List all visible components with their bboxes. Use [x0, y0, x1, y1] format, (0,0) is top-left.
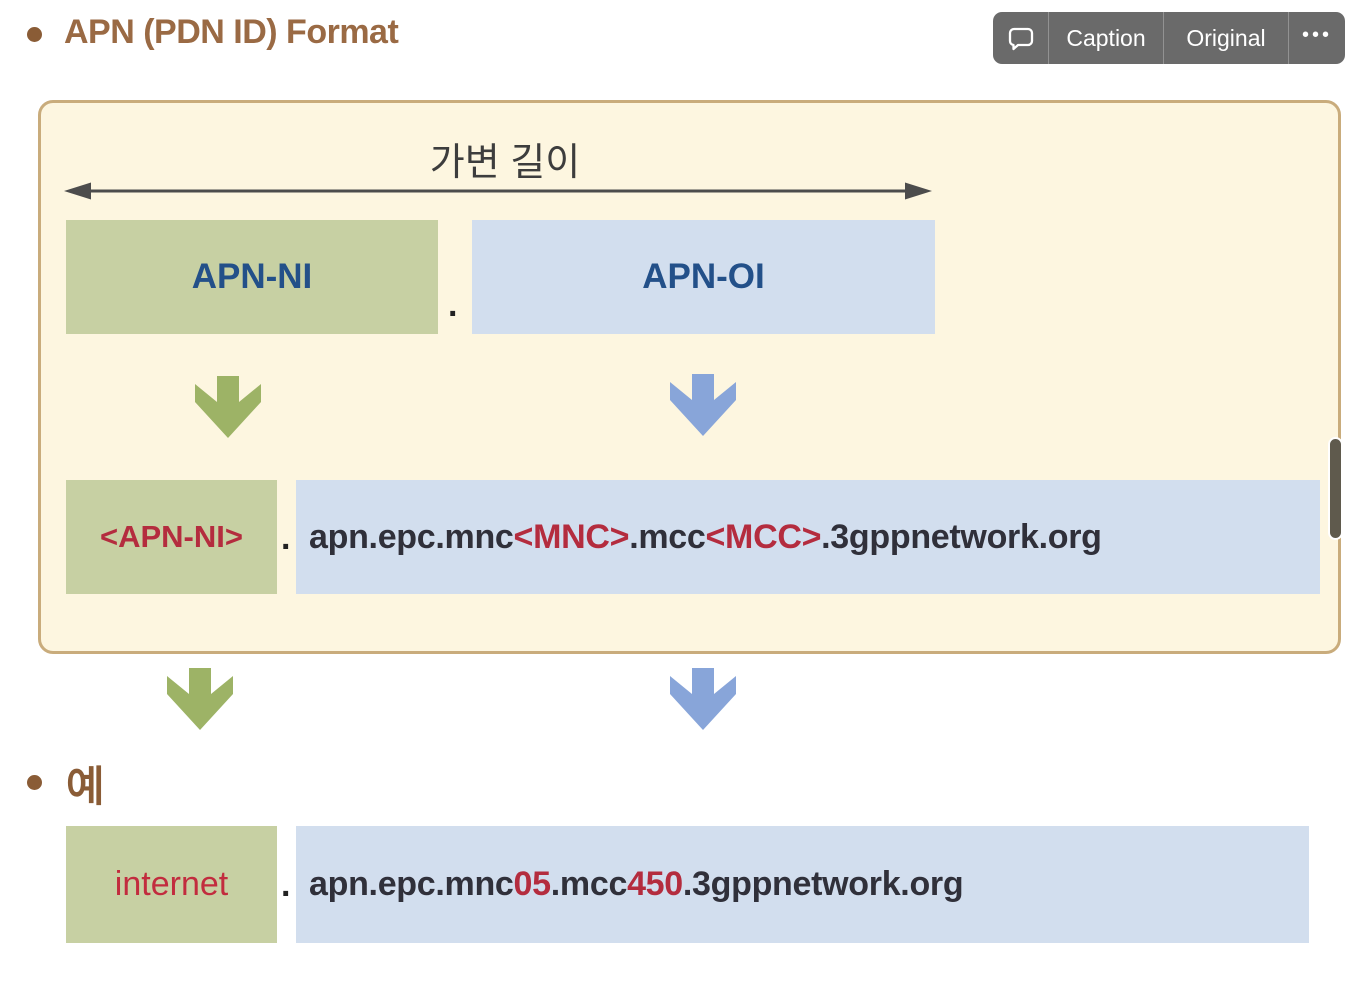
separator-dot: .	[281, 866, 291, 904]
title-bullet	[27, 27, 42, 42]
separator-dot: .	[281, 519, 291, 557]
apn-oi-label: APN-OI	[642, 257, 765, 296]
caption-button[interactable]: Caption	[1066, 24, 1146, 51]
comment-button[interactable]	[993, 12, 1048, 64]
domain-part: .mcc	[550, 865, 628, 903]
example-title: 예	[66, 763, 105, 810]
example-apn-ni-box: internet	[66, 826, 277, 943]
viewer-toolbar: Caption Original •••	[993, 12, 1345, 64]
toolbar-divider	[1048, 12, 1049, 64]
page-title: APN (PDN ID) Format	[64, 13, 399, 51]
domain-part: .3gppnetwork.org	[682, 865, 964, 903]
domain-part: apn.epc.mnc	[309, 517, 514, 556]
variable-length-arrow	[64, 180, 932, 202]
blue-down-arrow-icon	[668, 668, 738, 732]
vertical-scrollbar-thumb[interactable]	[1328, 437, 1343, 540]
mcc-placeholder: <MCC>	[705, 517, 822, 556]
apn-ni-box: APN-NI	[66, 220, 438, 334]
example-apn-ni-label: internet	[114, 865, 229, 903]
example-bullet	[27, 775, 42, 790]
mnc-placeholder: <MNC>	[513, 517, 630, 556]
separator-dot: .	[448, 286, 458, 324]
more-options-button[interactable]: •••	[1301, 23, 1332, 46]
domain-part: .3gppnetwork.org	[821, 517, 1102, 556]
mcc-value: 450	[627, 865, 683, 903]
variable-length-label: 가변 길이	[429, 142, 581, 184]
toolbar-divider	[1163, 12, 1164, 64]
mnc-value: 05	[513, 865, 552, 903]
blue-down-arrow-icon	[668, 374, 738, 438]
apn-ni-value-box: <APN-NI>	[66, 480, 277, 594]
green-down-arrow-icon	[165, 668, 235, 732]
original-button[interactable]: Original	[1186, 24, 1266, 51]
apn-ni-label: APN-NI	[191, 257, 313, 296]
speech-bubble-icon	[1005, 22, 1037, 54]
domain-part: .mcc	[629, 517, 706, 556]
domain-part: apn.epc.mnc	[309, 865, 514, 903]
apn-oi-format-box: apn.epc.mnc<MNC>.mcc<MCC>.3gppnetwork.or…	[296, 480, 1320, 594]
toolbar-divider	[1288, 12, 1289, 64]
green-down-arrow-icon	[193, 376, 263, 440]
apn-ni-placeholder-label: <APN-NI>	[100, 519, 243, 554]
apn-oi-box: APN-OI	[472, 220, 935, 334]
